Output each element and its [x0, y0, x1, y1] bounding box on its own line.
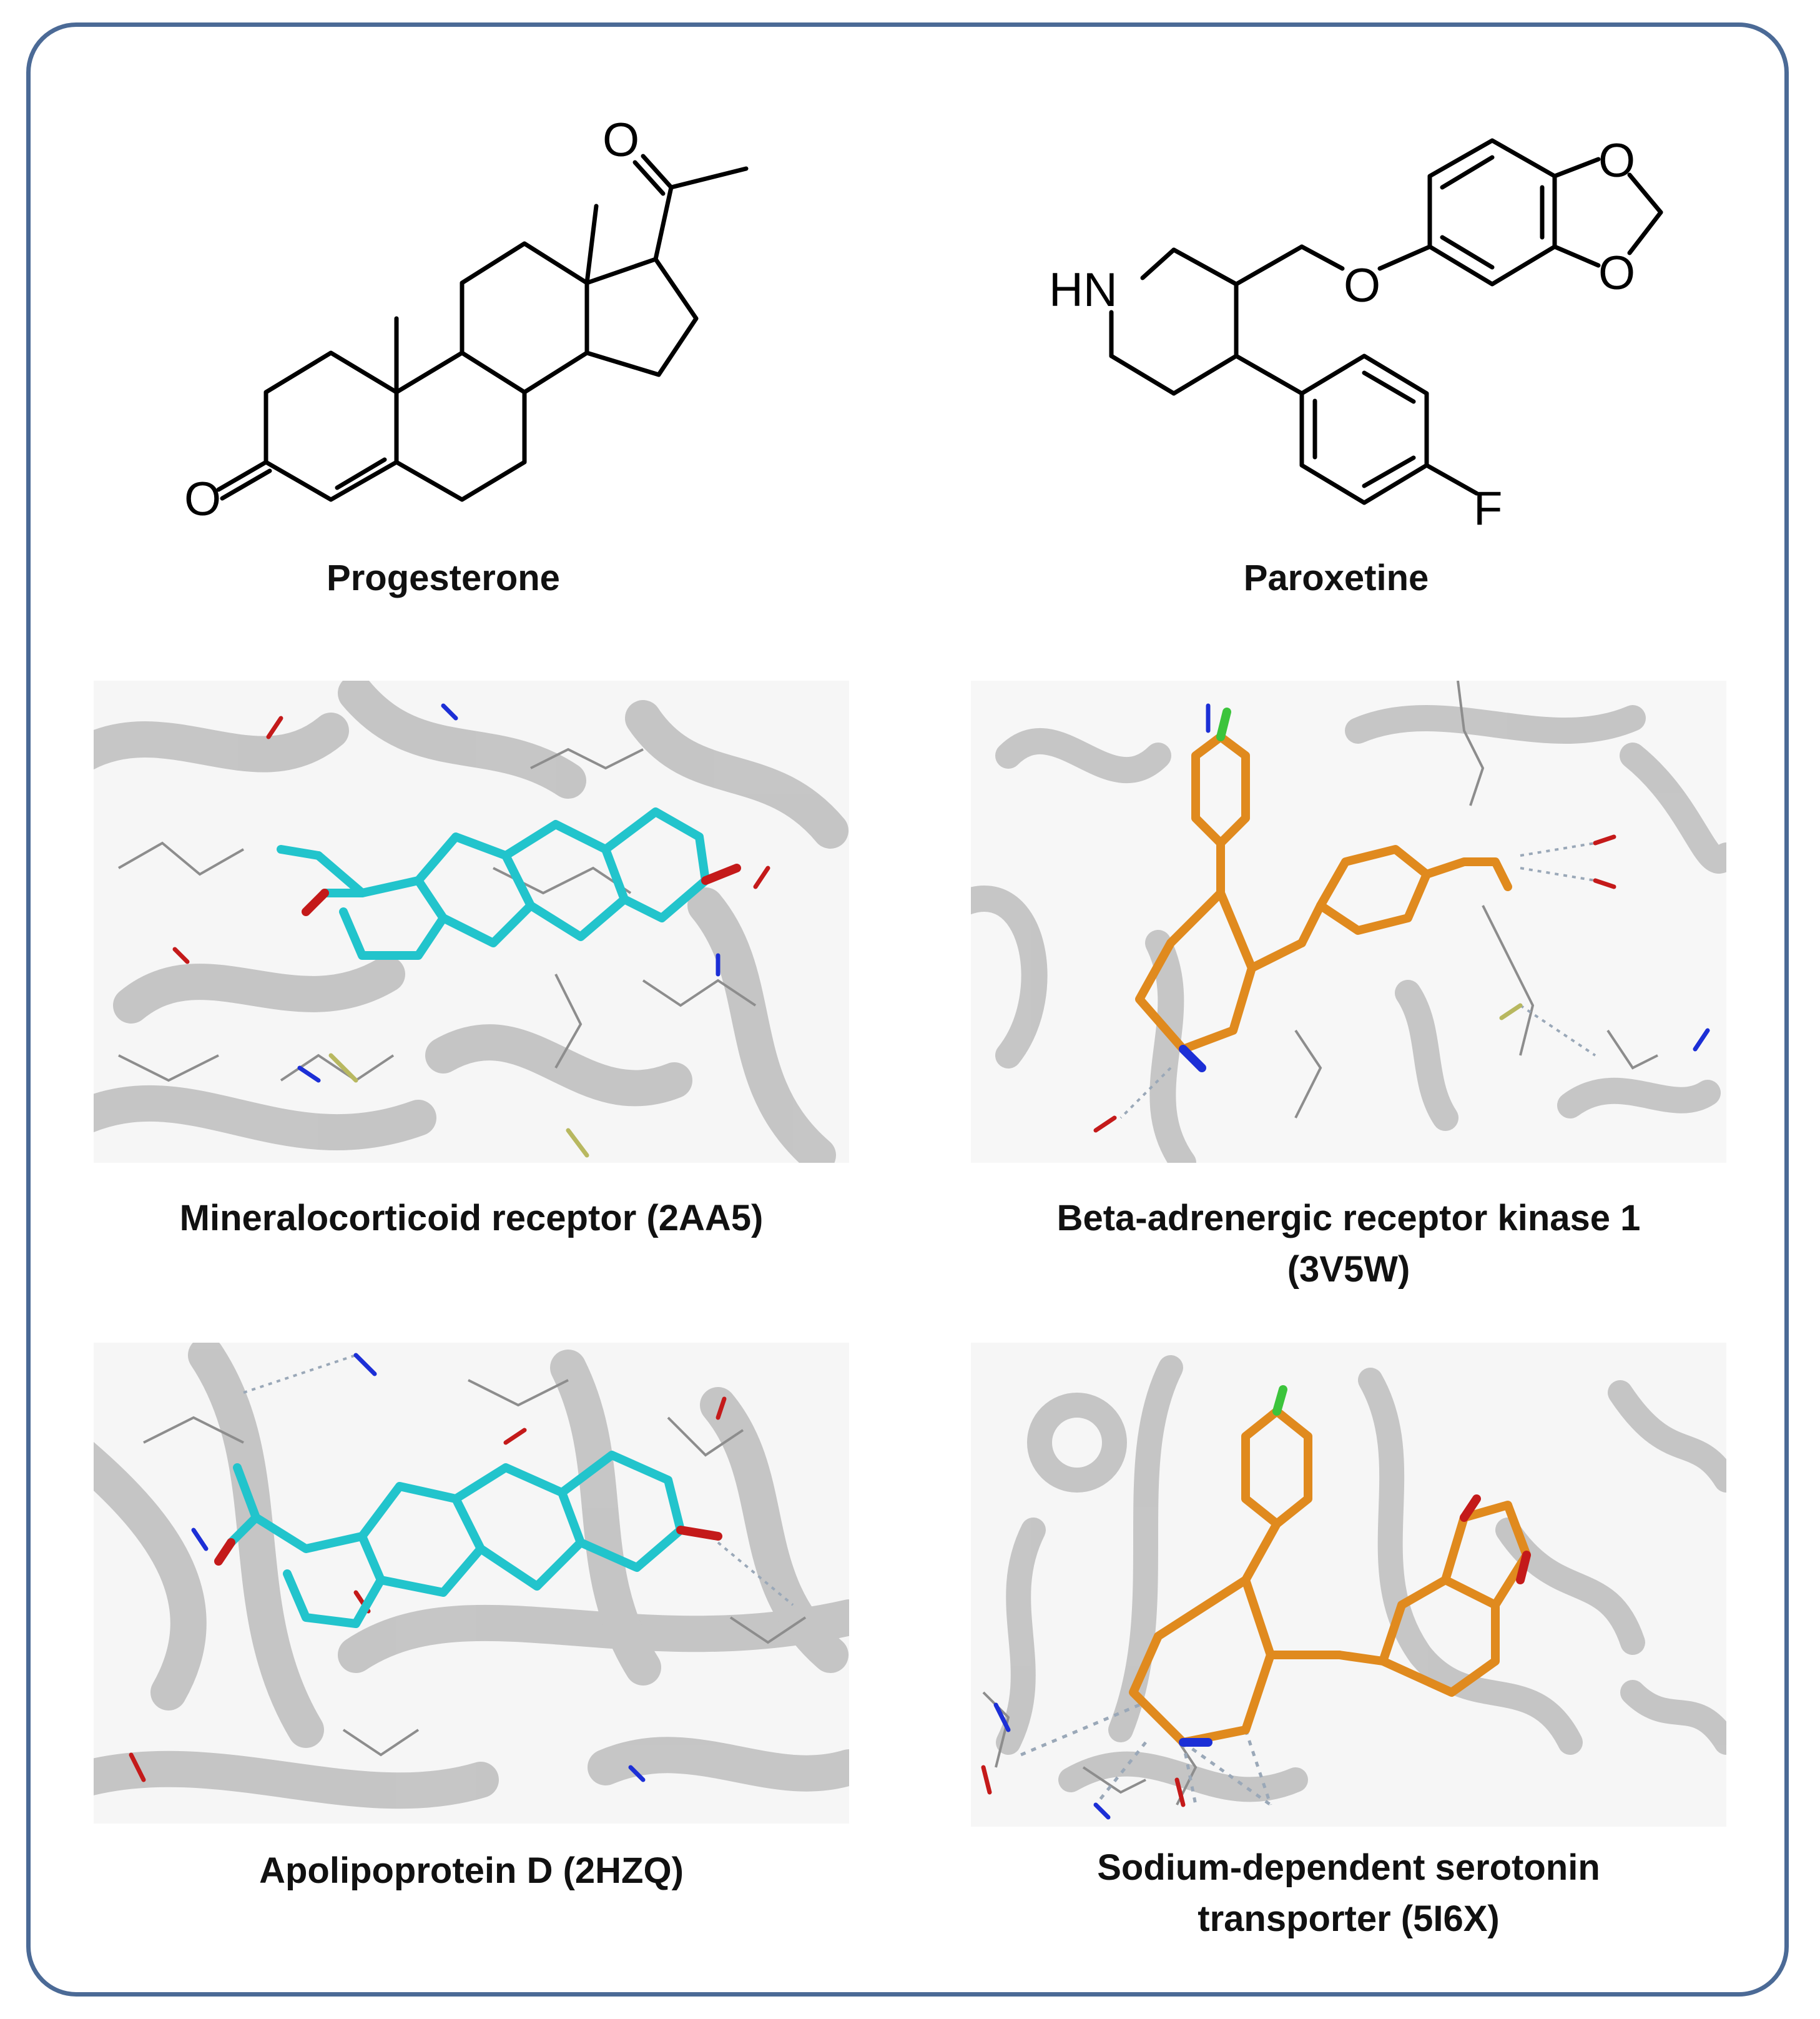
paroxetine-label: Paroxetine: [1243, 558, 1429, 598]
caption-apolipoprotein-d: Apolipoprotein D (2HZQ): [259, 1850, 684, 1891]
binding-panel-5i6x: [971, 1343, 1726, 1827]
caption-serotonin-transporter-line1: Sodium-dependent serotonin: [1097, 1847, 1600, 1888]
caption-beta-adrenergic-line1: Beta-adrenergic receptor kinase 1: [1056, 1198, 1641, 1238]
binding-panel-3v5w: [971, 681, 1726, 1163]
paroxetine-dioxole-o1: O: [1598, 134, 1635, 187]
paroxetine-amine: HN: [1049, 264, 1118, 317]
paroxetine-structure: HN O O O F: [1049, 134, 1663, 535]
caption-serotonin-transporter-line2: transporter (5I6X): [1198, 1898, 1500, 1939]
progesterone-ketone-o: O: [184, 473, 221, 526]
caption-mineralocorticoid-receptor: Mineralocorticoid receptor (2AA5): [179, 1198, 764, 1238]
paroxetine-fluorine: F: [1473, 482, 1502, 535]
paroxetine-ether-o: O: [1344, 259, 1380, 312]
binding-panel-2hzq: [94, 1343, 849, 1824]
caption-beta-adrenergic-line2: (3V5W): [1287, 1249, 1410, 1290]
paroxetine-dioxole-o2: O: [1598, 247, 1635, 300]
binding-panel-2aa5: [94, 681, 849, 1163]
progesterone-structure: O O: [184, 114, 749, 526]
progesterone-label: Progesterone: [327, 558, 560, 598]
progesterone-acetyl-o: O: [603, 114, 639, 167]
